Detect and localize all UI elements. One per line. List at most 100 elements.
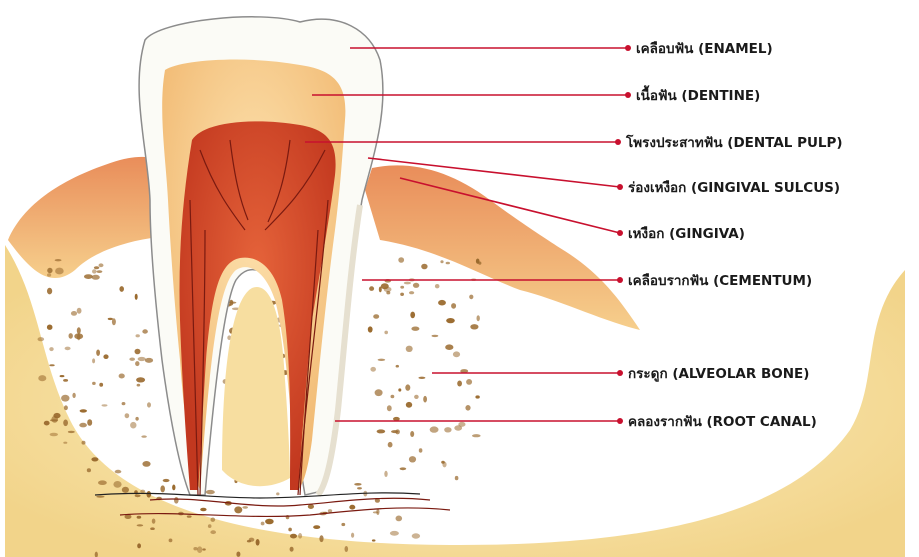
bone-spot	[378, 359, 386, 361]
bone-spot	[38, 375, 46, 381]
bone-spot	[308, 504, 314, 509]
bone-spot	[63, 379, 68, 382]
bone-spot	[398, 388, 401, 391]
bone-spot	[51, 416, 58, 423]
bone-spot	[377, 429, 386, 433]
bone-spot	[236, 552, 240, 557]
bone-spot	[290, 534, 297, 539]
label-enamel: เคลือบฟัน (ENAMEL)	[636, 41, 773, 57]
bone-spot	[63, 442, 67, 444]
bone-spot	[87, 468, 91, 472]
bone-spot	[414, 395, 419, 399]
leader-dot-gingiva	[617, 230, 623, 236]
bone-spot	[373, 511, 378, 513]
bone-spot	[455, 476, 459, 480]
bone-spot	[115, 470, 122, 474]
bone-spot	[47, 268, 52, 273]
bone-spot	[63, 420, 68, 427]
bone-spot	[400, 467, 407, 470]
bone-spot	[137, 524, 144, 526]
bone-spot	[411, 327, 419, 331]
label-pulp: โพรงประสาทฟัน (DENTAL PULP)	[625, 133, 843, 151]
bone-spot	[172, 485, 175, 491]
bone-spot	[197, 546, 202, 553]
bone-spot	[137, 543, 141, 548]
bone-spot	[405, 384, 410, 390]
bone-spot	[404, 282, 411, 285]
bone-spot	[298, 533, 302, 539]
bone-spot	[446, 318, 455, 323]
bone-spot	[387, 405, 392, 411]
bone-spot	[113, 481, 121, 488]
bone-spot	[476, 259, 480, 264]
bone-spot	[130, 422, 136, 429]
bone-spot	[354, 483, 361, 486]
bone-spot	[102, 404, 108, 406]
bone-spot	[465, 405, 470, 411]
bone-spot	[372, 539, 376, 541]
bone-spot	[122, 487, 129, 493]
bone-spot	[412, 533, 420, 538]
bone-spot	[446, 262, 450, 265]
bone-spot	[47, 273, 51, 277]
bone-spot	[92, 358, 95, 363]
bone-spot	[432, 335, 439, 337]
bone-spot	[200, 508, 206, 512]
bone-spot	[384, 331, 388, 335]
bone-spot	[206, 490, 215, 494]
bone-spot	[409, 456, 416, 462]
bone-spot	[68, 431, 75, 433]
bone-spot	[152, 519, 156, 524]
bone-spot	[396, 516, 403, 522]
bone-spot	[163, 479, 170, 482]
bone-spot	[242, 506, 248, 509]
bone-spot	[103, 354, 108, 359]
bone-spot	[384, 287, 392, 292]
bone-spot	[369, 286, 374, 291]
bone-spot	[65, 347, 71, 351]
bone-spot	[142, 461, 150, 467]
bone-spot	[125, 413, 130, 418]
bone-spot	[418, 377, 425, 379]
bone-spot	[345, 546, 349, 552]
bone-spot	[442, 462, 446, 468]
bone-spot	[349, 505, 355, 510]
bone-spot	[138, 357, 146, 361]
bone-spot	[145, 358, 153, 363]
bone-spot	[410, 431, 414, 437]
bone-spot	[477, 315, 480, 321]
leader-dot-dentine	[625, 92, 631, 98]
bone-spot	[419, 448, 423, 452]
bone-spot	[49, 364, 54, 366]
bone-spot	[64, 405, 68, 410]
bone-spot	[77, 327, 81, 334]
bone-spot	[249, 538, 255, 542]
bone-spot	[47, 325, 53, 330]
bone-spot	[398, 257, 404, 263]
bone-spot	[98, 480, 107, 485]
bone-spot	[208, 524, 212, 528]
bone-spot	[49, 347, 53, 351]
bone-spot	[390, 531, 399, 536]
bone-spot	[319, 535, 323, 542]
bone-spot	[413, 283, 419, 288]
bone-spot	[313, 525, 320, 529]
bone-spot	[475, 395, 479, 398]
bone-spot	[409, 291, 414, 294]
bone-spot	[108, 318, 113, 320]
bone-spot	[160, 485, 165, 492]
label-dentine: เนื้อฟัน (DENTINE)	[636, 85, 760, 104]
bone-spot	[373, 314, 379, 319]
bone-spot	[44, 421, 50, 426]
bone-spot	[445, 344, 453, 350]
bone-spot	[210, 530, 216, 534]
bone-spot	[141, 435, 146, 437]
bone-spot	[368, 326, 373, 332]
bone-spot	[234, 506, 242, 513]
bone-spot	[370, 367, 376, 372]
bone-spot	[451, 303, 456, 309]
bone-spot	[38, 337, 45, 341]
bone-spot	[99, 263, 104, 267]
bone-spot	[94, 266, 99, 269]
